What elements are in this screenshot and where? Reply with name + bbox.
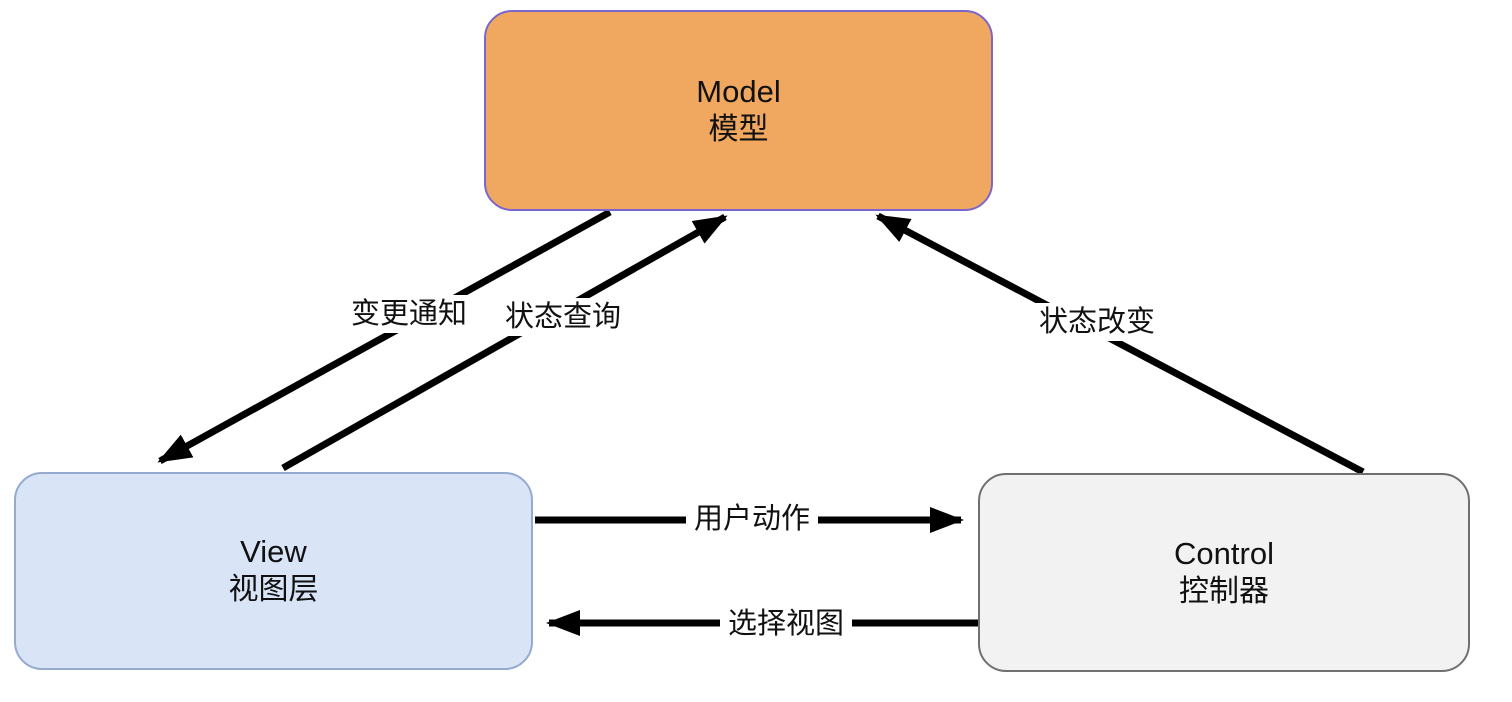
node-model-title: Model — [696, 73, 781, 109]
node-model-subtitle: 模型 — [708, 112, 769, 146]
node-control-subtitle: 控制器 — [1179, 574, 1269, 608]
edge-label-state-query: 状态查询 — [496, 298, 630, 336]
node-control-title: Control — [1174, 535, 1274, 571]
node-view: View 视图层 — [14, 472, 533, 670]
node-control: Control 控制器 — [978, 473, 1470, 672]
edge-state-change-arrow — [875, 212, 1365, 476]
node-model: Model 模型 — [484, 10, 993, 211]
edge-state-query-arrow — [281, 213, 728, 472]
edge-label-state-change: 状态改变 — [1030, 303, 1164, 341]
edge-label-change-notification: 变更通知 — [342, 295, 476, 333]
edge-label-user-action: 用户动作 — [685, 500, 819, 538]
edge-label-select-view: 选择视图 — [719, 605, 853, 643]
edge-change-notification-arrow — [157, 208, 612, 465]
node-view-subtitle: 视图层 — [228, 573, 319, 606]
node-view-title: View — [240, 534, 307, 569]
